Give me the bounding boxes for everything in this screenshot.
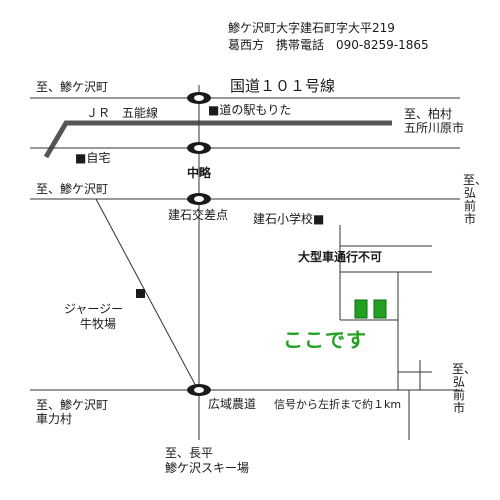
contact-text: 葛西方 携帯電話 090-8259-1865 (228, 38, 429, 52)
signal-note-label: 信号から左折まで約１km (274, 398, 402, 411)
jersey-farm-label-2: 牛牧場 (80, 317, 117, 331)
to-hirosaki-label-1: 至、弘前市 (463, 173, 488, 226)
home-label: ■自宅 (75, 151, 111, 165)
jersey-farm-label-1: ジャージー (64, 302, 124, 316)
koiki-farm-road-label: 広域農道 (208, 397, 257, 411)
to-ajigasawa-top-label: 至、鯵ケ沢町 (36, 80, 109, 94)
signal-tateishi (187, 193, 211, 205)
signal-upper-cross (187, 142, 211, 154)
to-kashiwa-label: 至、柏村 (404, 107, 453, 121)
jr-gonou-line (43, 120, 392, 159)
michinoeki-label: ■道の駅もりた (208, 103, 292, 117)
goshogawara-label: 五所川原市 (404, 121, 465, 135)
to-nagahira-label: 至、長平 (165, 446, 214, 460)
sharikimura-label: 車力村 (36, 412, 73, 426)
to-ajigasawa-bottom-label: 至、鯵ケ沢町 (36, 398, 109, 412)
signal-route101 (187, 92, 211, 104)
address-text: 鯵ケ沢町大字建石町字大平219 (228, 21, 395, 35)
destination-building-left (354, 299, 368, 319)
tateishi-intersection-label: 建石交差点 (168, 208, 229, 222)
jr-line-label: ＪＲ 五能線 (86, 106, 159, 120)
signal-farm-road (187, 384, 211, 396)
no-large-vehicles-label: 大型車通行不可 (298, 250, 383, 264)
diagonal-road (95, 198, 199, 391)
destination-building-right (373, 299, 387, 319)
chuuryaku-label: 中略 (187, 166, 212, 180)
to-hirosaki-label-2: 至、弘前市 (452, 362, 477, 415)
tateishi-school-label: 建石小学校■ (253, 212, 325, 226)
destination-label: ここです (283, 328, 367, 352)
jersey-farm-marker (136, 289, 145, 298)
ski-area-label: 鯵ケ沢スキー場 (165, 461, 250, 475)
route-101-label: 国道１０１号線 (230, 77, 336, 95)
to-ajigasawa-mid-label: 至、鯵ケ沢町 (36, 182, 109, 196)
